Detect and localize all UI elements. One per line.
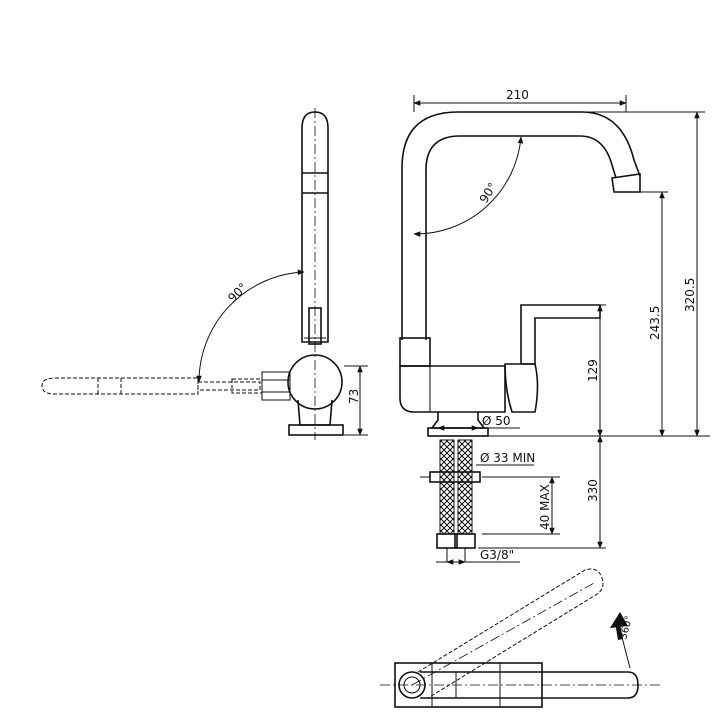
height-243-5-label: 243.5: [648, 306, 662, 340]
base-dia-label: Ø 50: [482, 414, 511, 428]
lever-angle-label: 90°: [225, 280, 250, 305]
deck-40-label: 40 MAX: [538, 484, 552, 530]
width-210-label: 210: [506, 88, 529, 102]
top-view: 360°: [380, 568, 660, 708]
hose-330-label: 330: [586, 479, 600, 502]
height-320-5-label: 320.5: [683, 278, 697, 312]
height-129-label: 129: [586, 359, 600, 382]
thread-label: G3/8": [480, 548, 514, 562]
side-view: 90° 73: [41, 108, 368, 440]
front-view: 90° 210 320.5 243.5: [399, 88, 710, 565]
depth-73-label: 73: [347, 389, 361, 404]
hole-dia-label: Ø 33 MIN: [480, 451, 535, 465]
spout-angle-label: 90°: [477, 180, 500, 205]
